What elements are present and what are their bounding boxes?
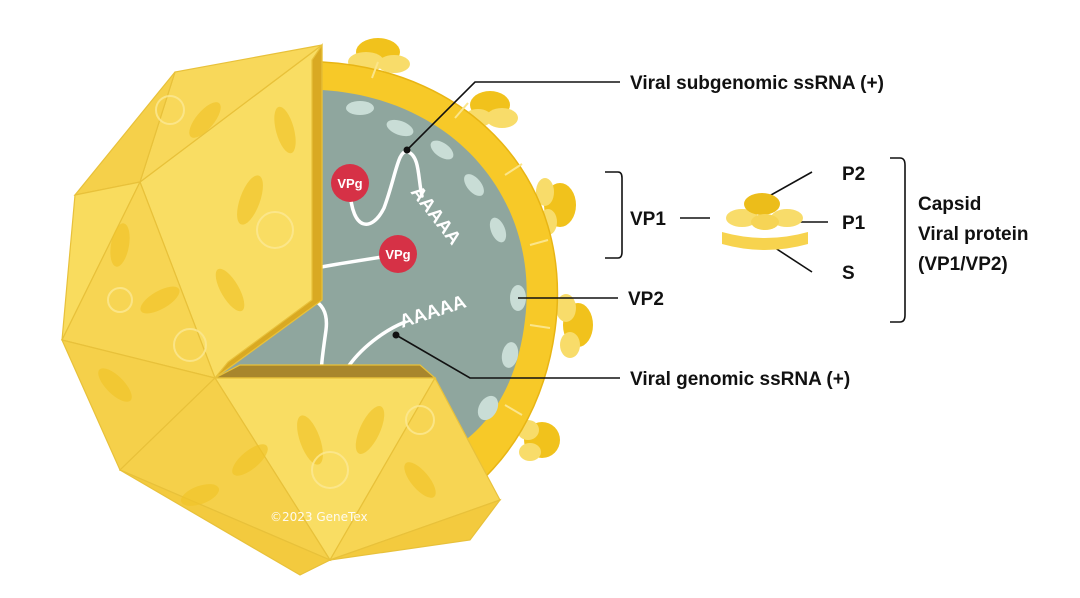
capsid-rings <box>107 95 435 489</box>
genomic-callout-line <box>395 334 620 379</box>
spike <box>556 294 593 358</box>
label-subgenomic-rna: Viral subgenomic ssRNA (+) <box>630 73 884 94</box>
vpg-cap-genomic: VPg <box>379 235 417 273</box>
subgenomic-callout-line <box>406 81 620 151</box>
genomic-rna-strand-c <box>344 320 407 372</box>
label-vp1: VP1 <box>630 209 666 230</box>
vp2-spots <box>346 101 526 421</box>
capsid-bracket <box>890 157 906 323</box>
subgenomic-rna-strand <box>348 150 424 226</box>
vp1-protein-icon <box>722 193 808 250</box>
vp1-bracket <box>605 171 623 259</box>
vpg-label: VPg <box>337 176 362 191</box>
copyright-watermark: ©2023 GeneTex <box>270 510 368 524</box>
spike <box>517 420 560 461</box>
shell-segments <box>371 61 551 416</box>
label-capsid-line1: Capsid <box>918 194 981 215</box>
capsid-leaf-pattern <box>98 102 436 506</box>
label-p2: P2 <box>842 164 865 185</box>
label-p1: P1 <box>842 213 866 234</box>
vpg-cap-subgenomic: VPg <box>331 164 369 202</box>
label-capsid-line3: (VP1/VP2) <box>918 254 1008 275</box>
vpg-label: VPg <box>385 247 410 262</box>
spike <box>348 38 410 73</box>
label-s: S <box>842 263 855 284</box>
label-genomic-rna: Viral genomic ssRNA (+) <box>630 369 850 390</box>
label-capsid-line2: Viral protein <box>918 224 1029 245</box>
label-vp2: VP2 <box>628 289 664 310</box>
